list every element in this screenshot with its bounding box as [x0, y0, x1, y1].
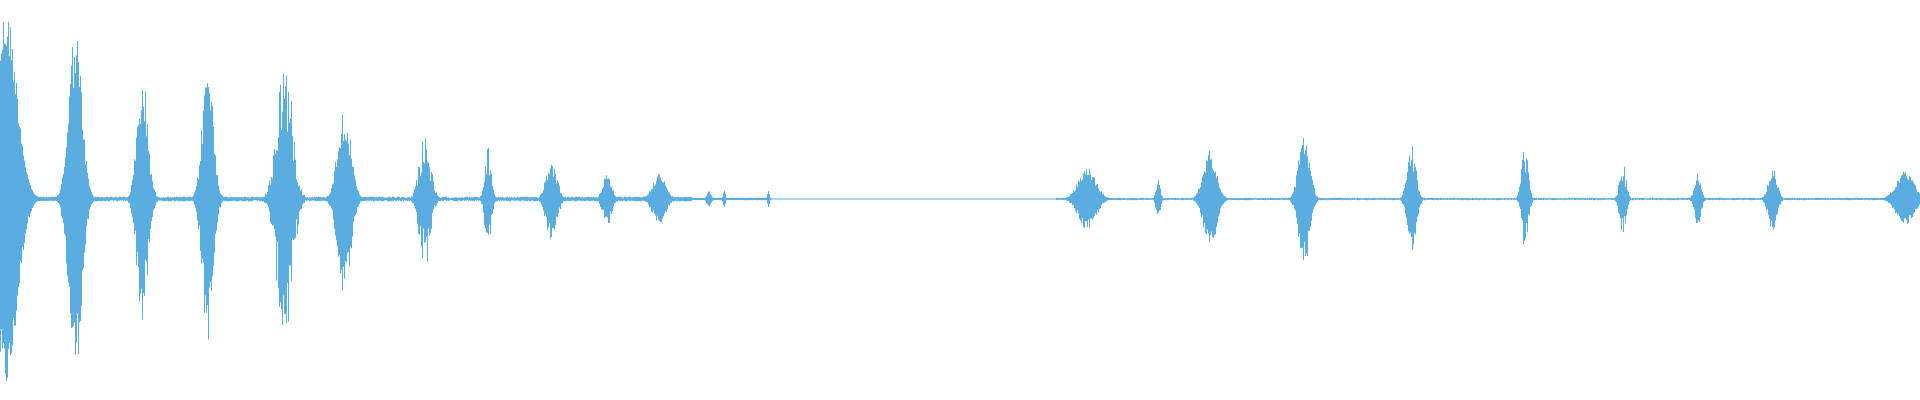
waveform-signal	[0, 21, 1920, 381]
